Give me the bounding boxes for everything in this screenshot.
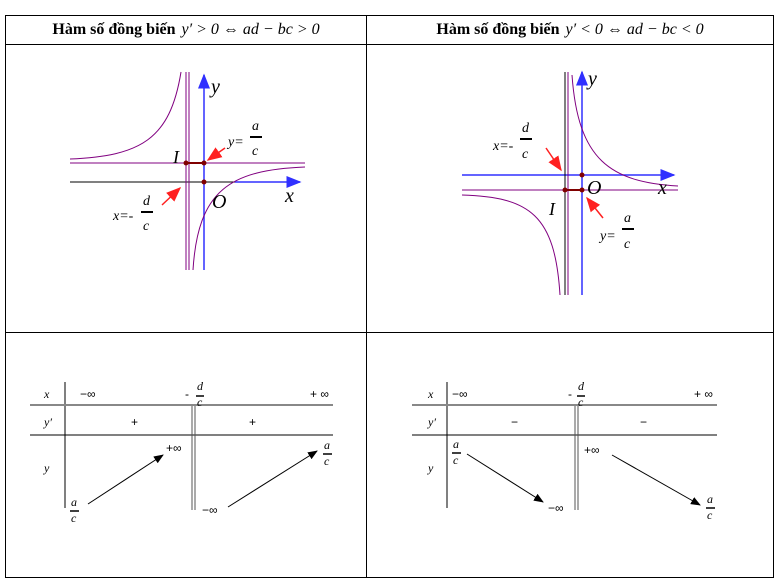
- label: +: [131, 415, 138, 429]
- red-arrow: [586, 196, 604, 219]
- graph-increasing: y x O I y= ac x=- dc: [69, 71, 306, 271]
- label: c: [453, 453, 459, 467]
- label: c: [707, 508, 713, 522]
- label: −∞: [548, 501, 564, 515]
- label: c: [197, 395, 203, 409]
- variation-table-decreasing: x y′ y −∞ - dc + ∞ − − ac −∞ +∞ ac: [412, 379, 717, 522]
- label: d: [522, 121, 530, 136]
- red-arrow: [206, 147, 226, 161]
- label: a: [707, 492, 713, 506]
- label: x: [43, 387, 50, 401]
- label: a: [252, 119, 259, 134]
- label: c: [522, 147, 529, 162]
- label: x=-: [112, 209, 134, 224]
- red-arrow: [161, 186, 182, 206]
- label: O: [212, 191, 226, 213]
- label: x: [427, 387, 434, 401]
- label: y′: [43, 415, 52, 429]
- label: y: [586, 68, 597, 90]
- label: x: [657, 177, 667, 199]
- label: y: [209, 76, 220, 98]
- label: c: [624, 237, 631, 252]
- label: a: [624, 211, 631, 226]
- label: + ∞: [694, 387, 713, 401]
- header-title: Hàm số đồng biến: [436, 21, 560, 38]
- header-condition: y′ < 0 ⇔ ad − bc < 0: [565, 21, 704, 38]
- label: O: [587, 177, 601, 199]
- label: a: [453, 437, 459, 451]
- label: x=-: [492, 139, 514, 154]
- label: -: [568, 387, 572, 401]
- label: c: [143, 219, 150, 234]
- header-condition: y′ > 0 ⇔ ad − bc > 0: [181, 21, 320, 38]
- label: a: [324, 438, 330, 452]
- table-cell-right: [366, 332, 774, 578]
- label: −: [640, 415, 647, 429]
- variation-table-increasing: x y′ y −∞ - dc + ∞ + + +∞ −∞ ac ac: [30, 379, 333, 525]
- label: a: [71, 495, 77, 509]
- label: y=: [598, 229, 616, 244]
- label: y=: [226, 135, 244, 150]
- label: d: [578, 379, 585, 393]
- label: d: [143, 194, 151, 209]
- label: I: [548, 199, 556, 219]
- label: y′: [427, 415, 436, 429]
- label: +∞: [166, 441, 182, 455]
- label: y: [43, 461, 50, 475]
- label: c: [252, 144, 259, 159]
- label: d: [197, 379, 204, 393]
- label: +∞: [584, 443, 600, 457]
- label: −∞: [80, 387, 96, 401]
- label: +: [249, 415, 256, 429]
- label: c: [578, 395, 584, 409]
- label: c: [71, 511, 77, 525]
- label: I: [172, 147, 180, 167]
- curve-branch-right: [571, 74, 679, 187]
- curve-branch-right: [192, 166, 306, 271]
- label: −: [511, 415, 518, 429]
- graph-decreasing: y x O I x=- dc y= ac: [461, 68, 679, 296]
- curve-branch-left: [69, 71, 182, 160]
- red-arrow: [545, 147, 562, 172]
- label: −∞: [452, 387, 468, 401]
- label: -: [185, 387, 189, 401]
- label: −∞: [202, 503, 218, 517]
- label: c: [324, 454, 330, 468]
- label: + ∞: [310, 387, 329, 401]
- label: y: [427, 461, 434, 475]
- header-title: Hàm số đồng biến: [52, 21, 176, 38]
- label: x: [284, 185, 294, 207]
- curve-branch-left: [461, 194, 561, 296]
